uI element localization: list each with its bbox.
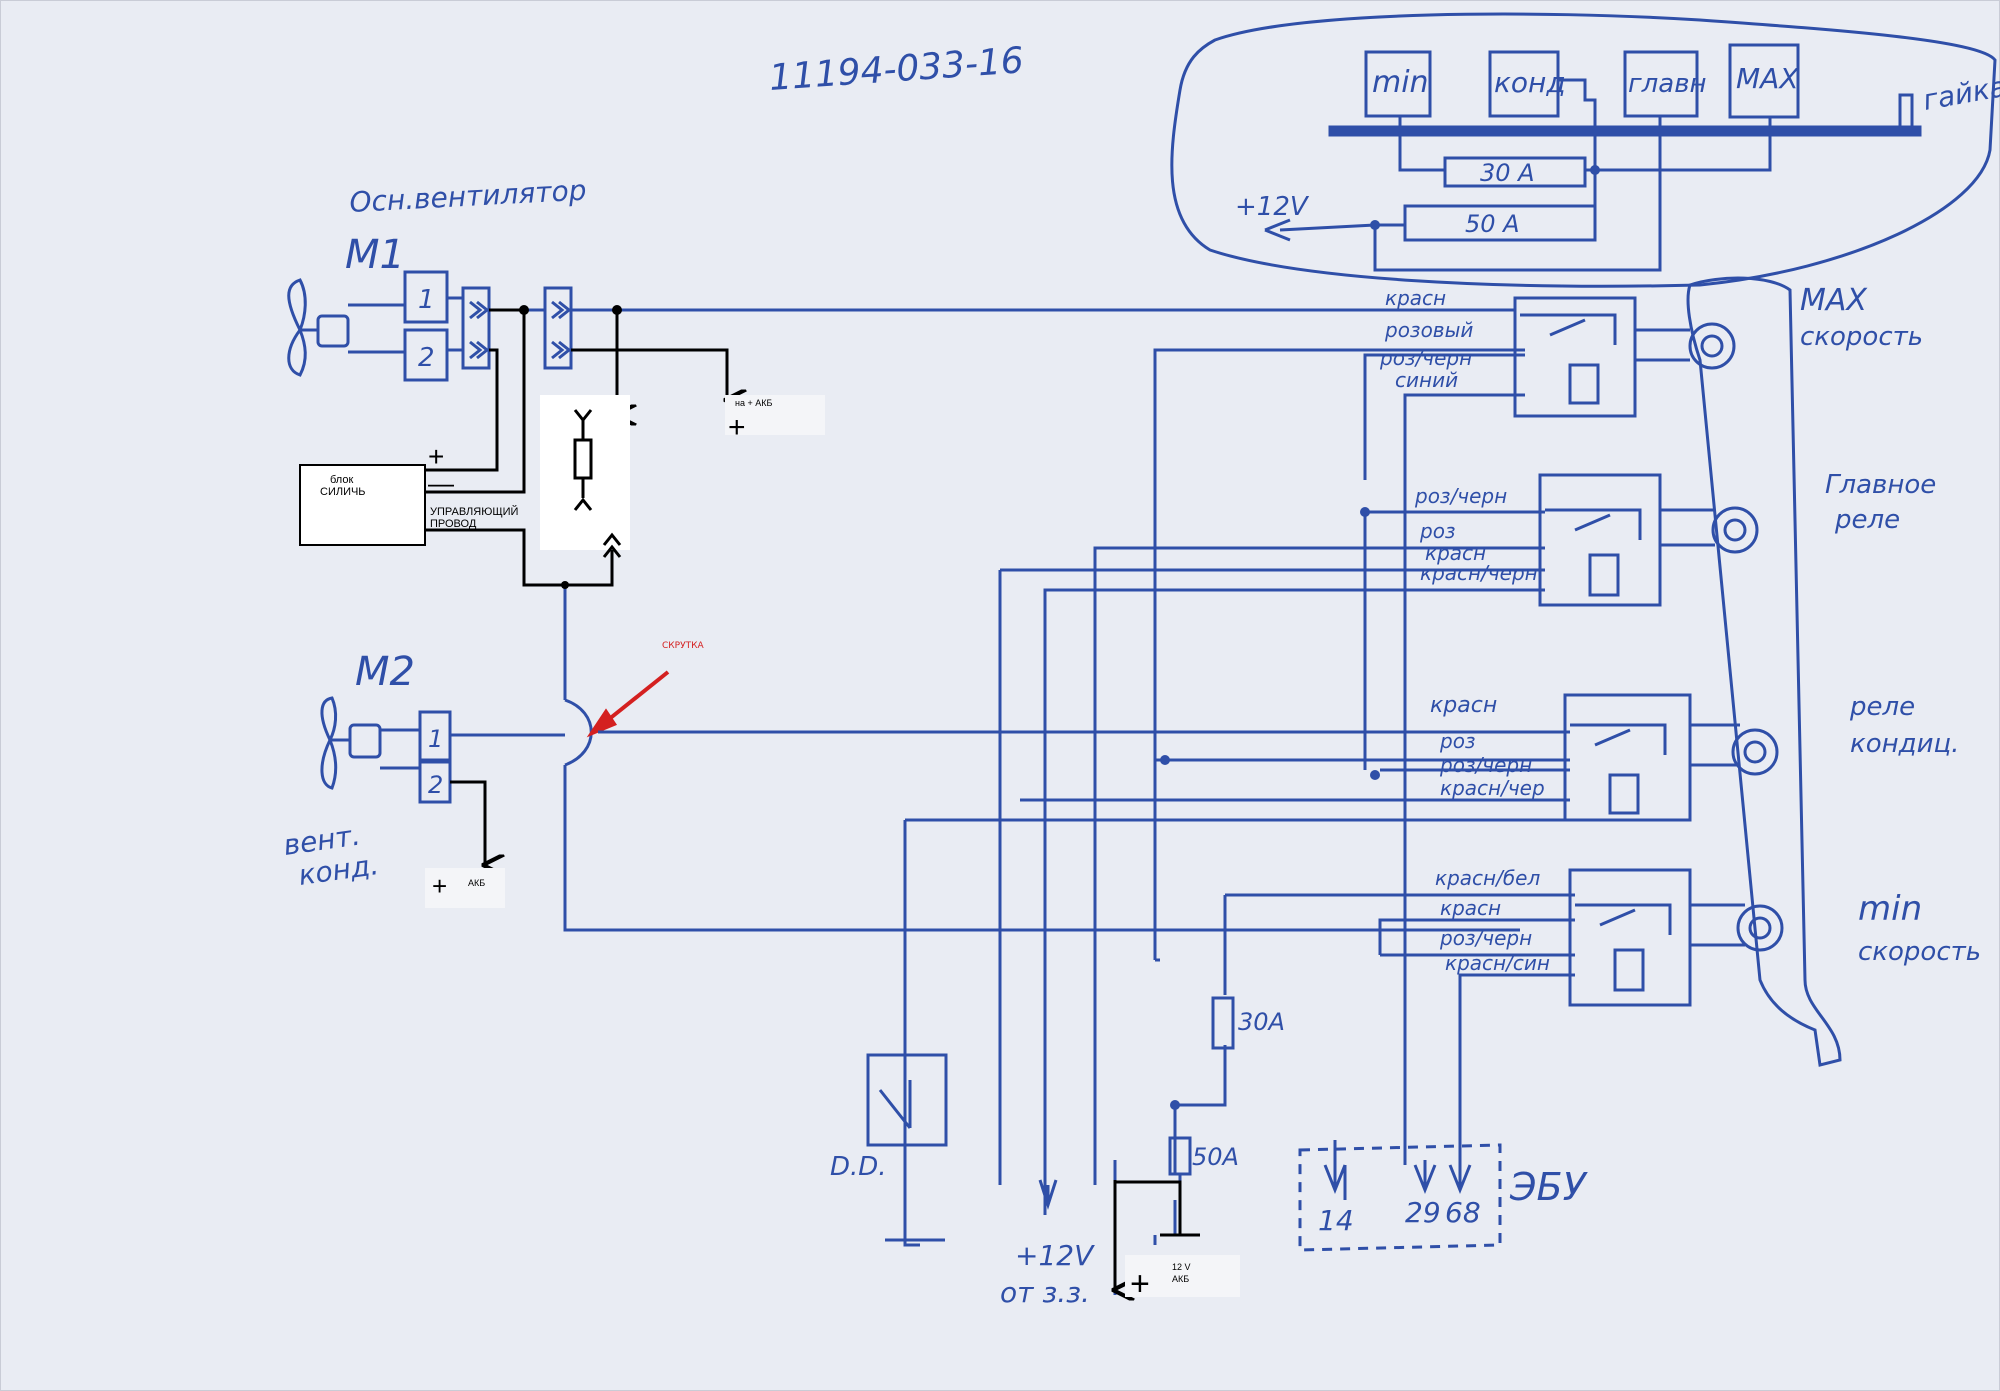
relay-min-wire-4: красн/син xyxy=(1445,951,1550,975)
fuse-box-plus12-label: +12V xyxy=(1235,192,1310,222)
m2-ground-wire xyxy=(450,780,485,865)
relay-cond-wire-3: роз/черн xyxy=(1439,753,1532,777)
m1-pin-2: 2 xyxy=(418,343,435,373)
m2-pin-2: 2 xyxy=(428,771,443,799)
relay-min-wire-2: красн xyxy=(1440,896,1501,920)
relay-max-title-line2: скорость xyxy=(1800,322,1923,352)
wiring-junction xyxy=(1370,770,1380,780)
relay-min-wire-3: роз/черн xyxy=(1439,926,1532,950)
relay-cond-title-line2: кондиц. xyxy=(1850,729,1959,759)
akb-m2-text: АКБ xyxy=(468,878,485,888)
fuse-box-relay-min: min xyxy=(1372,65,1429,100)
relay-main-wire-1: роз/черн xyxy=(1414,484,1507,508)
akb-bottom-line1: 12 V xyxy=(1172,1262,1191,1272)
relay-max-wire-3: роз/черн xyxy=(1379,346,1472,370)
dd-label: D.D. xyxy=(830,1152,887,1182)
ecu-pin-68: 68 xyxy=(1445,1196,1481,1229)
power-block-plus: + xyxy=(428,441,444,472)
m2-pin-1: 1 xyxy=(428,725,443,753)
plus12-line2: от з.з. xyxy=(1000,1276,1090,1309)
relay-cond-title-line1: реле xyxy=(1849,692,1915,722)
akb-top-note xyxy=(725,395,825,435)
akb-m2-plus: + xyxy=(432,871,447,901)
akb-top-plus: + xyxy=(728,411,746,444)
akb-bottom-line2: АКБ xyxy=(1172,1274,1189,1284)
akb-bottom-plus: + xyxy=(1130,1265,1150,1303)
power-block-minus: — xyxy=(428,468,454,498)
wiring-junction xyxy=(612,305,622,315)
relay-board xyxy=(1513,276,1842,1067)
relay-main-wire-2: роз xyxy=(1419,519,1456,543)
m1-label: M1 xyxy=(345,232,405,278)
relay-wiring xyxy=(903,348,1575,1247)
ecu-label: ЭБУ xyxy=(1509,1165,1589,1209)
fuse-box-relay-main: главн xyxy=(1628,69,1707,99)
fuse-30a-label: 30A xyxy=(1238,1008,1285,1036)
m1-fan-icon xyxy=(287,278,405,377)
control-wire-label-line1: УПРАВЛЯЮЩИЙ xyxy=(430,505,518,518)
twist-label: СКРУТКА xyxy=(662,641,704,651)
relay-main-wire-4: красн/черн xyxy=(1420,561,1538,585)
relay-main-title-line2: реле xyxy=(1834,505,1900,535)
relay-main-wire-3: красн xyxy=(1425,541,1486,565)
fuse-box-relay-max: MAX xyxy=(1736,62,1799,95)
power-block-line2: СИЛИЧЬ xyxy=(320,486,366,498)
relay-max-title-line1: MAX xyxy=(1800,283,1868,318)
relay-max-wire-2: розовый xyxy=(1384,318,1473,342)
plus12-line1: +12V xyxy=(1015,1239,1095,1272)
ecu-pin-29: 29 xyxy=(1405,1196,1441,1229)
power-block xyxy=(299,464,426,546)
control-wire-label-line2: ПРОВОД xyxy=(430,518,477,530)
resistor-icon xyxy=(573,409,622,558)
relay-cond-wire-2: роз xyxy=(1439,729,1476,753)
wiring-junction xyxy=(1160,755,1170,765)
relay-min-title-line1: min xyxy=(1858,889,1922,929)
power-block-line1: блок xyxy=(330,474,353,486)
fuse-box-relay-kond: конд xyxy=(1494,66,1566,99)
fuse-box-fuse-30: 30 A xyxy=(1480,159,1535,187)
wiring-junction xyxy=(519,305,529,315)
wiring-junction xyxy=(1170,1100,1180,1110)
relay-max-wire-4: синий xyxy=(1395,368,1458,392)
akb-m2-note xyxy=(425,868,505,908)
resistor-module xyxy=(540,395,630,550)
relay-cond-wire-1: красн xyxy=(1430,693,1497,718)
relay-min-wire-1: красн/бел xyxy=(1435,866,1540,890)
relay-min-title-line2: скорость xyxy=(1858,937,1981,967)
ecu-pin-14: 14 xyxy=(1318,1204,1354,1237)
wiring-junction xyxy=(1360,507,1370,517)
fuse-box xyxy=(1170,12,1997,288)
fuse-box-junction xyxy=(1370,220,1380,230)
akb-top-text: на + АКБ xyxy=(735,398,772,408)
m2-fan-icon xyxy=(320,696,420,790)
m1-pin-1: 1 xyxy=(418,285,435,315)
twist-arrow-icon xyxy=(586,670,670,738)
wiring-junction xyxy=(561,581,569,589)
fuse-box-fuse-50: 50 A xyxy=(1465,210,1520,238)
relay-main-title-line1: Главное xyxy=(1825,470,1936,500)
relay-max-wire-1: красн xyxy=(1385,286,1446,310)
fuse-50a-label: 50A xyxy=(1192,1143,1239,1171)
battery-wire xyxy=(1115,1180,1200,1237)
m2-label: M2 xyxy=(355,649,415,695)
relay-cond-wire-4: красн/чер xyxy=(1440,776,1545,800)
fuse-box-junction xyxy=(1590,165,1600,175)
akb-bottom-note xyxy=(1125,1255,1240,1297)
